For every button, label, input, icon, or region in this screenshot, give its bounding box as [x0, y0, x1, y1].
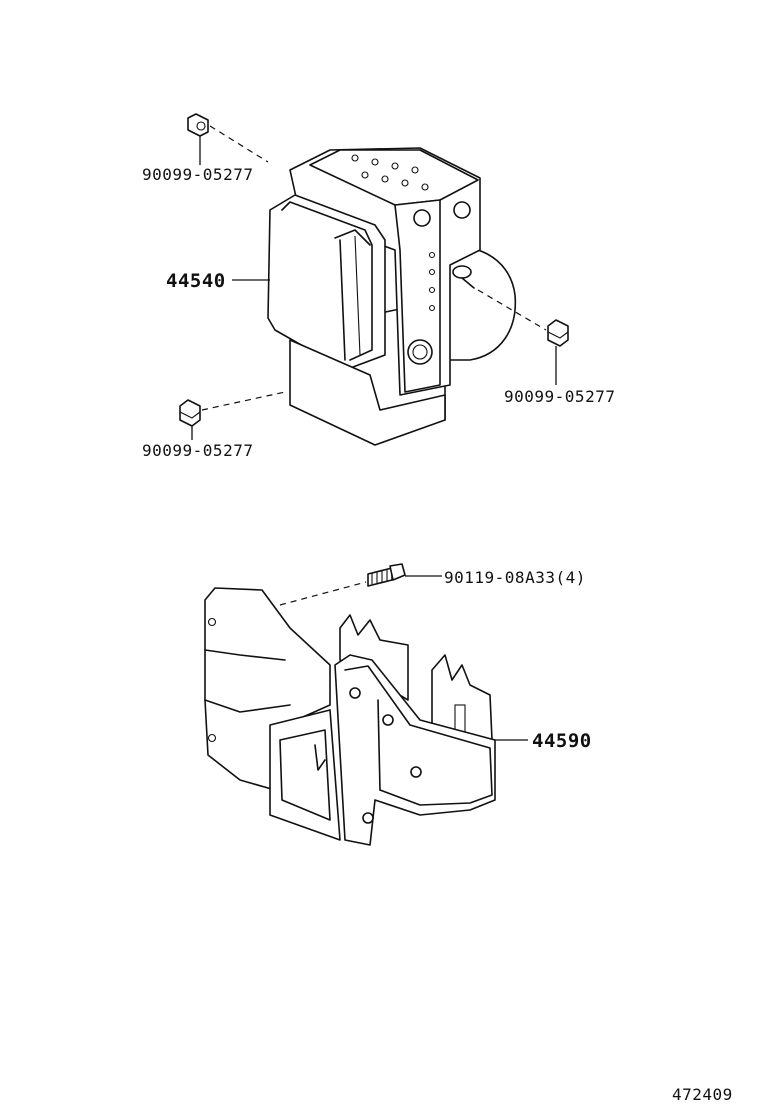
part-number-bolt: 90119-08A33(4) — [444, 568, 586, 587]
bolt-drawing — [367, 563, 406, 587]
part-number-bracket: 44590 — [532, 730, 592, 752]
nut-right-drawing — [547, 319, 569, 347]
abs-actuator-drawing — [179, 113, 569, 446]
nut-top-left-drawing — [187, 113, 209, 137]
part-number-nut-bottom-left: 90099-05277 — [142, 441, 253, 460]
nut-bottom-left-drawing — [179, 399, 201, 427]
part-number-nut-right: 90099-05277 — [504, 387, 615, 406]
part-number-actuator: 44540 — [166, 270, 226, 292]
part-number-nut-top-left: 90099-05277 — [142, 165, 253, 184]
leader-lines — [191, 136, 557, 741]
figure-id: 472409 — [672, 1085, 733, 1104]
bracket-drawing — [204, 563, 496, 846]
